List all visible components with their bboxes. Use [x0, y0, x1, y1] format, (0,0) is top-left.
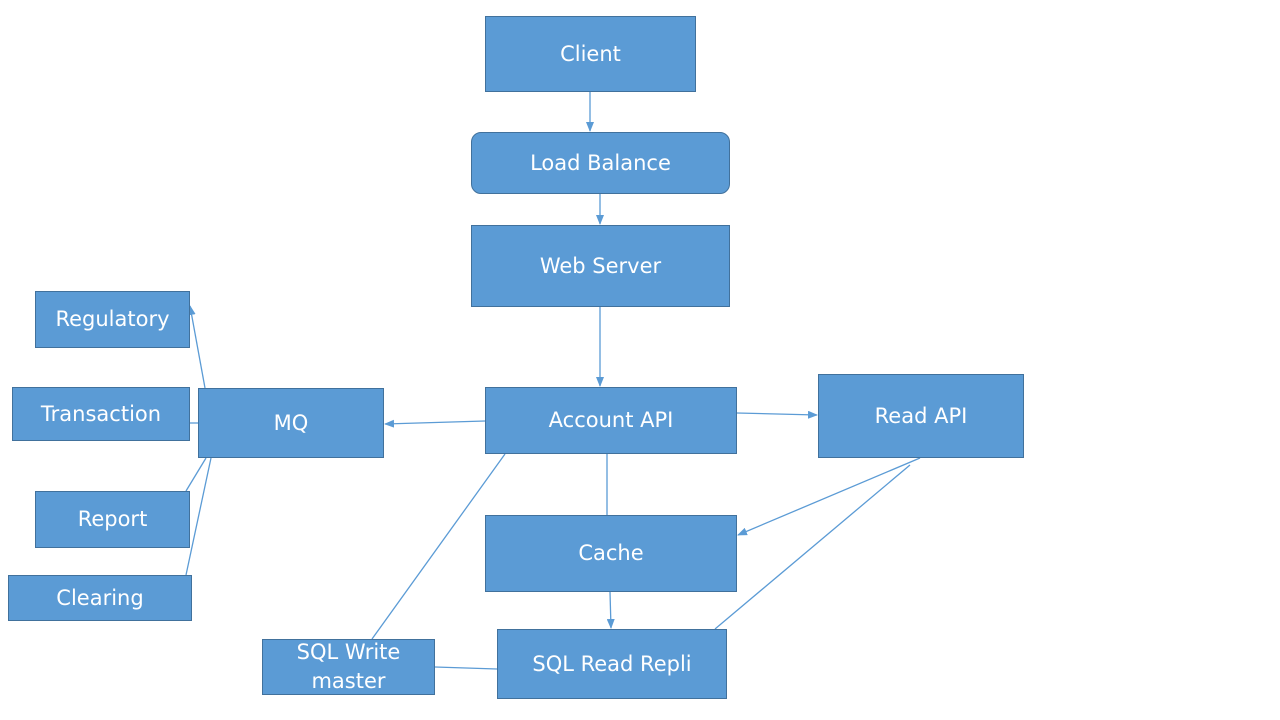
regulatory-node: Regulatory: [35, 291, 190, 348]
mq-node: MQ: [198, 388, 384, 458]
account-api-node: Account API: [485, 387, 737, 454]
edge-mq-to-report: [185, 457, 207, 492]
edge-cache-to-sql-read-replica: [606, 591, 615, 629]
cache-node: Cache: [485, 515, 737, 592]
load-balance-node: Load Balance: [471, 132, 730, 194]
transaction-node: Transaction: [12, 387, 190, 441]
edge-account-api-to-read-api: [736, 410, 818, 419]
client-node: Client: [485, 16, 696, 92]
sql-read-replica-node: SQL Read Repli: [497, 629, 727, 699]
edge-sql-read-replica-to-sql-write-master: [434, 666, 498, 670]
sql-write-master-node: SQL Write master: [262, 639, 435, 695]
edge-account-api-to-mq: [384, 419, 486, 428]
read-api-node: Read API: [818, 374, 1024, 458]
report-node: Report: [35, 491, 190, 548]
edge-read-api-to-sql-read-replica: [714, 464, 911, 630]
web-server-node: Web Server: [471, 225, 730, 307]
clearing-node: Clearing: [8, 575, 192, 621]
edge-read-api-to-cache: [737, 457, 921, 536]
edge-mq-to-regulatory: [187, 305, 206, 389]
